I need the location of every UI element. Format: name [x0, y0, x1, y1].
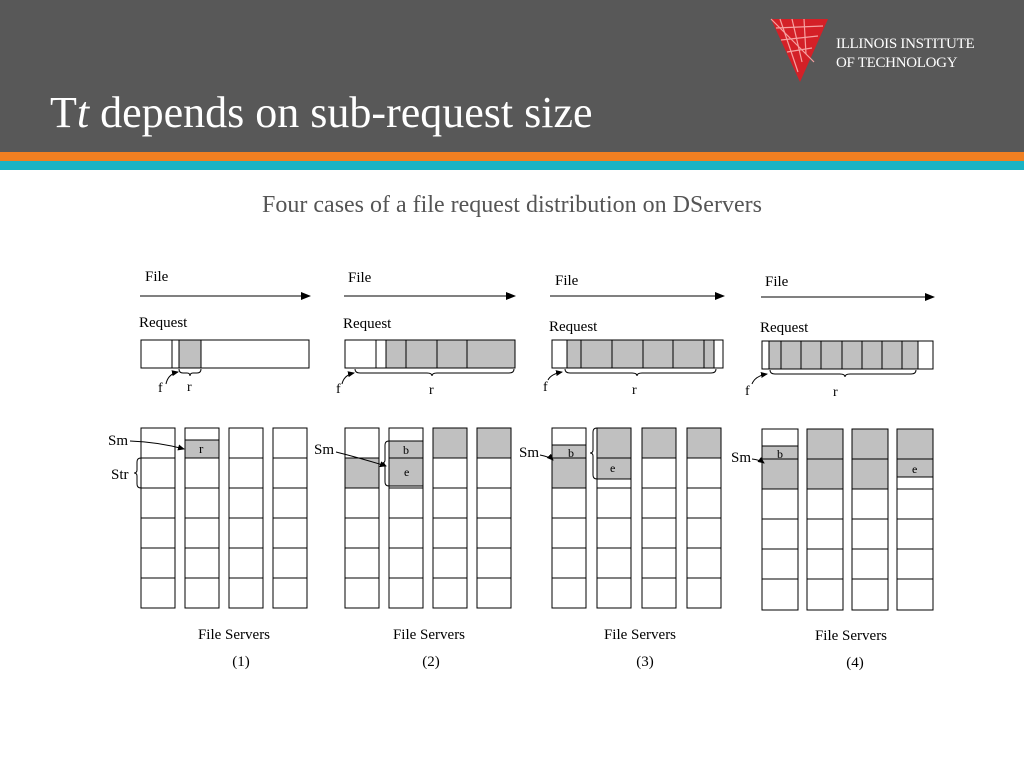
cell-label-b: b [568, 446, 574, 460]
sm-label: Sm [519, 445, 539, 461]
servers-label: File Servers [198, 627, 270, 643]
cell-label-e: e [912, 462, 917, 476]
f-arrow [751, 372, 768, 385]
highlight-cell [344, 457, 380, 489]
f-label: f [543, 380, 548, 395]
highlight-cell [388, 440, 424, 487]
case-label: (1) [232, 654, 250, 670]
sm-arrow [751, 457, 765, 464]
r-brace [354, 368, 515, 377]
case-4: File Request f r [731, 274, 935, 671]
r-label: r [429, 383, 434, 398]
file-label: File [145, 269, 169, 285]
cell-label-b: b [777, 447, 783, 461]
sub-request-brace [381, 440, 390, 487]
f-arrow [341, 371, 355, 385]
request-bar [140, 339, 310, 369]
file-label: File [348, 270, 372, 286]
case-2: File Request f r b [314, 270, 516, 670]
logo-line-1: ILLINOIS INSTITUTE [836, 36, 975, 52]
f-arrow [547, 370, 563, 381]
sm-arrow [539, 453, 554, 461]
logo-line-2: OF TECHNOLOGY [836, 55, 958, 71]
cell-label-b: b [403, 443, 409, 457]
r-label: r [833, 385, 838, 400]
sub-request-brace [589, 427, 598, 480]
cell-label-e: e [404, 465, 409, 479]
str-brace [133, 457, 142, 489]
servers-label: File Servers [604, 627, 676, 643]
page-title: Tt depends on sub-request size [50, 86, 593, 140]
iit-logo-icon [770, 18, 828, 82]
highlight-cell [476, 427, 512, 459]
case-label: (3) [636, 654, 654, 670]
header-stripe-teal [0, 161, 1024, 170]
sm-label: Sm [731, 450, 751, 466]
header-bar [0, 0, 1024, 152]
highlight-cell [432, 427, 468, 459]
request-bar [761, 340, 934, 370]
title-prefix: T [50, 88, 77, 137]
highlight-cell [184, 439, 220, 459]
sm-arrow [129, 440, 185, 451]
logo-text: ILLINOIS INSTITUTE OF TECHNOLOGY [836, 35, 975, 73]
servers-label: File Servers [815, 628, 887, 644]
header-stripe-orange [0, 152, 1024, 161]
highlight-cell [596, 427, 632, 480]
file-label: File [555, 273, 579, 289]
request-label: Request [760, 320, 809, 336]
highlight-cell [551, 444, 587, 489]
request-bar [551, 339, 724, 369]
r-brace [178, 368, 202, 377]
f-label: f [336, 382, 341, 397]
case-label: (2) [422, 654, 440, 670]
case-label: (4) [846, 655, 864, 671]
sm-label: Sm [108, 433, 128, 449]
case-1: File Request f r r Sm Str File Servers (… [108, 269, 311, 670]
r-brace [769, 369, 917, 378]
case-3: File Request f r [519, 273, 725, 670]
highlight-cell [896, 428, 934, 478]
f-label: f [745, 384, 750, 399]
request-bar [344, 339, 516, 369]
cell-label-r: r [199, 441, 204, 456]
sm-label: Sm [314, 442, 334, 458]
title-rest: depends on sub-request size [89, 88, 593, 137]
sm-arrow [335, 451, 387, 468]
request-label: Request [139, 315, 188, 331]
r-label: r [632, 383, 637, 398]
str-label: Str [111, 467, 129, 483]
request-label: Request [343, 316, 392, 332]
server-columns [140, 427, 308, 609]
subtitle: Four cases of a file request distributio… [262, 192, 762, 218]
file-label: File [765, 274, 789, 290]
r-label: r [187, 380, 192, 395]
highlight-cell [761, 445, 799, 490]
cell-label-e: e [610, 461, 615, 475]
highlight-cell [641, 427, 677, 459]
f-arrow [165, 370, 179, 385]
servers-label: File Servers [393, 627, 465, 643]
r-brace [564, 368, 717, 377]
request-label: Request [549, 319, 598, 335]
highlight-cell [686, 427, 722, 459]
title-variable: t [76, 88, 90, 137]
f-label: f [158, 381, 163, 396]
